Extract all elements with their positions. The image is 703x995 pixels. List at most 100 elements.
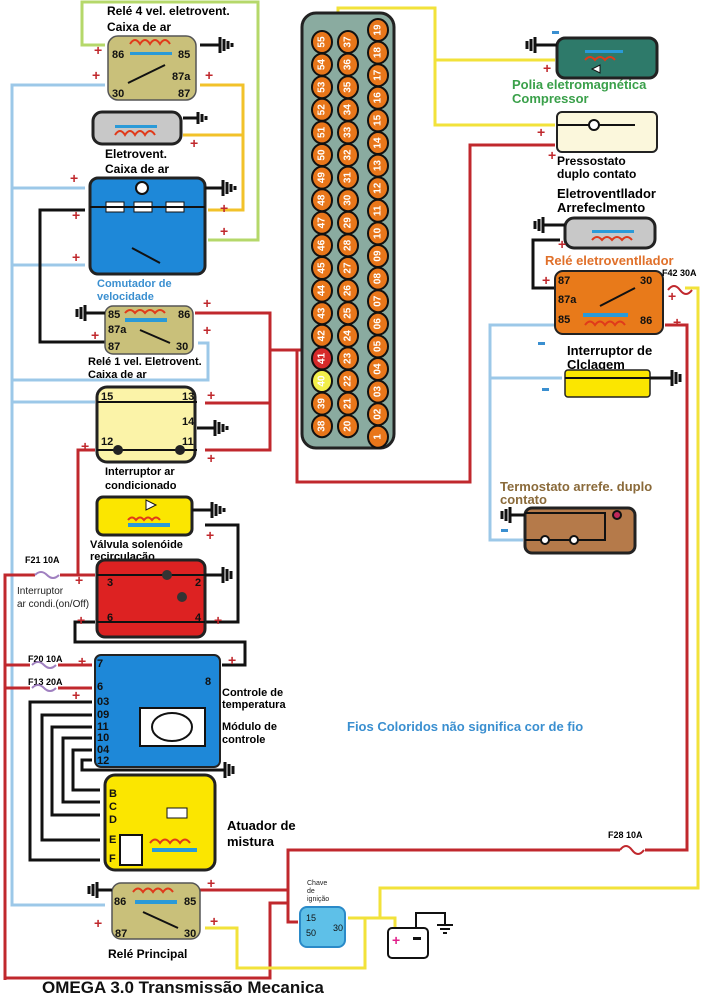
- wire-black-03: [28, 700, 100, 862]
- lamp-icon: [162, 570, 172, 580]
- pin-3: 3: [107, 577, 113, 589]
- ciclagem-body: [564, 369, 651, 398]
- connector-pin-label: 29: [343, 217, 354, 229]
- ground-icon: [192, 502, 226, 518]
- eletrovent-title1: Eletrovent.: [105, 147, 167, 161]
- fuse-f42-label: F42 30A: [662, 268, 697, 278]
- modulo-title1: Módulo de: [222, 721, 277, 733]
- connector-pin-label: 19: [373, 24, 384, 36]
- connector-pin-label: 04: [373, 363, 384, 375]
- coil-core: [152, 848, 197, 852]
- eletrovent-caixa[interactable]: Eletrovent. Caixa de ar: [91, 110, 183, 176]
- connector-pin-label: 38: [317, 420, 328, 432]
- connector-pin-label: 43: [317, 307, 328, 319]
- onoff-label2: ar condi.(on/Off): [17, 599, 89, 610]
- minus-marker: [552, 31, 559, 34]
- polia-compressor[interactable]: Polia eletromagnética Compressor: [512, 36, 659, 106]
- connector-pin-label: 35: [343, 81, 354, 93]
- connector-pin-label: 32: [343, 149, 354, 161]
- connector-pin-label: 12: [373, 182, 384, 194]
- connector-pin-label: 46: [317, 239, 328, 251]
- plus-marker: +: [207, 450, 215, 466]
- connector-pin-label: 55: [317, 36, 328, 48]
- connector-pin-label: 10: [373, 227, 384, 239]
- wire-lightblue-right: [488, 323, 555, 542]
- coil-core: [592, 230, 634, 233]
- ciclagem-title2: Clclagem: [567, 357, 625, 372]
- connector-pin-label: 41: [317, 352, 328, 364]
- rele1-title1: Relé 1 vel. Eletrovent.: [88, 356, 202, 368]
- plus-marker: +: [220, 200, 228, 216]
- wire-black-eletro: [531, 238, 560, 290]
- connector-pin-label: 1: [373, 434, 384, 440]
- interruptor-title1: Interruptor ar: [105, 466, 175, 478]
- connector-pin-label: 18: [373, 47, 384, 59]
- ground-icon: [500, 507, 525, 523]
- comutador-velocidade[interactable]: Comutador de velocidade: [88, 176, 207, 303]
- diode-icon: [145, 499, 158, 511]
- connector-pin-label: 24: [343, 330, 354, 342]
- onoff-label1: Interruptor: [17, 586, 64, 597]
- rele-principal-body: [111, 882, 201, 940]
- plus-marker: +: [94, 915, 102, 931]
- pin-8: 8: [205, 676, 211, 688]
- valvula-solenoide[interactable]: Válvula solenóide recirculação: [90, 495, 194, 563]
- connector-pin-label: 28: [343, 239, 354, 251]
- fuse-f28-label: F28 10A: [608, 830, 643, 840]
- rele-4vel[interactable]: Relé 4 vel. eletrovent. Caixa de ar 86 8…: [107, 4, 230, 101]
- connector-pin-label: 44: [317, 285, 328, 297]
- chave-title3: ignição: [307, 896, 329, 903]
- coil-icon: [584, 320, 626, 327]
- pin-03: 03: [97, 696, 109, 708]
- pin-15: 15: [306, 913, 316, 923]
- plus-marker: +: [207, 875, 215, 891]
- switch-arm: [127, 64, 166, 84]
- fuse-icon: [34, 571, 60, 579]
- controle-temperatura[interactable]: 7 6 8 03 09 11 10 04 12 Controle de temp…: [28, 654, 286, 768]
- rele-eletroventilador[interactable]: Relé eletroventllador 87 30 87a 85 86 F4…: [545, 253, 697, 335]
- wire-lightblue-main: [10, 83, 105, 907]
- wire-red-to-right: [295, 143, 555, 484]
- connector-pin-label: 30: [343, 194, 354, 206]
- pressostato[interactable]: Pressostato duplo contato: [556, 111, 658, 181]
- connector-pin-label: 45: [317, 262, 328, 274]
- rele-eletro-body: [554, 270, 664, 335]
- interruptor-ar-condi-onoff[interactable]: 3 2 6 4 Interruptor ar condi.(on/Off) F2…: [17, 555, 207, 639]
- chave-ignicao[interactable]: Chave de ignição 15 30 50: [299, 880, 346, 948]
- rele-principal[interactable]: 86 85 87 30 Relé Principal: [108, 882, 201, 961]
- connector-pin-label: 48: [317, 194, 328, 206]
- atuador-mistura[interactable]: B C D E F Atuador de mistura: [103, 773, 296, 872]
- wire-black-11: [50, 725, 100, 817]
- wire-yellow-bat: [365, 916, 397, 928]
- valvula-title1: Válvula solenóide: [90, 539, 183, 551]
- plus-marker: +: [72, 207, 80, 223]
- ground-icon: [650, 370, 682, 386]
- contact-icon: [588, 119, 600, 131]
- pin-30: 30: [176, 341, 188, 353]
- interruptor-ciclagem[interactable]: Interruptor de Clclagem: [564, 343, 652, 398]
- pin-D: D: [109, 814, 117, 826]
- pressostato-body: [556, 111, 658, 153]
- minus-marker: [542, 388, 549, 391]
- atuador-title2: mistura: [227, 834, 275, 849]
- connector-pin-label: 14: [373, 137, 384, 149]
- eletroventilador-arrefecimento[interactable]: Eletroventllador Arrefeclmento: [557, 186, 657, 250]
- wire-black-comutador: [38, 208, 105, 344]
- controle-title2: temperatura: [222, 699, 286, 711]
- pin-E: E: [109, 834, 116, 846]
- wire-black-09: [40, 713, 100, 842]
- termostato[interactable]: Termostato arrefe. duplo contato: [500, 479, 652, 555]
- fuse-f20-label: F20 10A: [28, 654, 63, 664]
- wire-yellow-rp30: [205, 916, 367, 970]
- interruptor-ar-condicionado[interactable]: 15 13 14 12 11 Interruptor ar condiciona…: [95, 385, 197, 492]
- sensor-icon: [612, 510, 622, 520]
- plus-marker: +: [537, 124, 545, 140]
- contact-icon: [540, 535, 550, 545]
- polia-title1: Polia eletromagnética: [512, 77, 647, 92]
- wire-color-note: Fios Coloridos não significa cor de fio: [347, 719, 583, 734]
- pin-30: 30: [640, 275, 652, 287]
- pin-86: 86: [640, 315, 652, 327]
- rele-1vel[interactable]: 85 86 87a 87 30 Relé 1 vel. Eletrovent. …: [88, 305, 202, 381]
- battery: +: [387, 912, 453, 959]
- connector-pin-label: 39: [317, 398, 328, 410]
